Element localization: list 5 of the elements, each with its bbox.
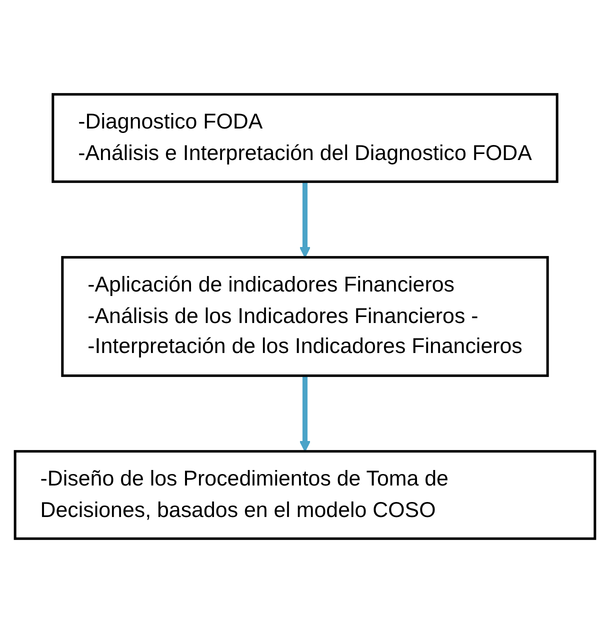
arrow: [298, 181, 310, 258]
node-box: -Diseño de los Procedimientos de Toma de Decisiones, basados en el modelo COSO: [13, 450, 596, 540]
node-box: -Aplicación de indicadores Financieros -Análisis de los Indicadores Financieros - -Interpretación de los Indicadores Financieros: [60, 256, 548, 376]
arrow: [298, 375, 310, 452]
node-box: -Diagnostico FODA -Análisis e Interpretación del Diagnostico FODA: [51, 92, 558, 182]
